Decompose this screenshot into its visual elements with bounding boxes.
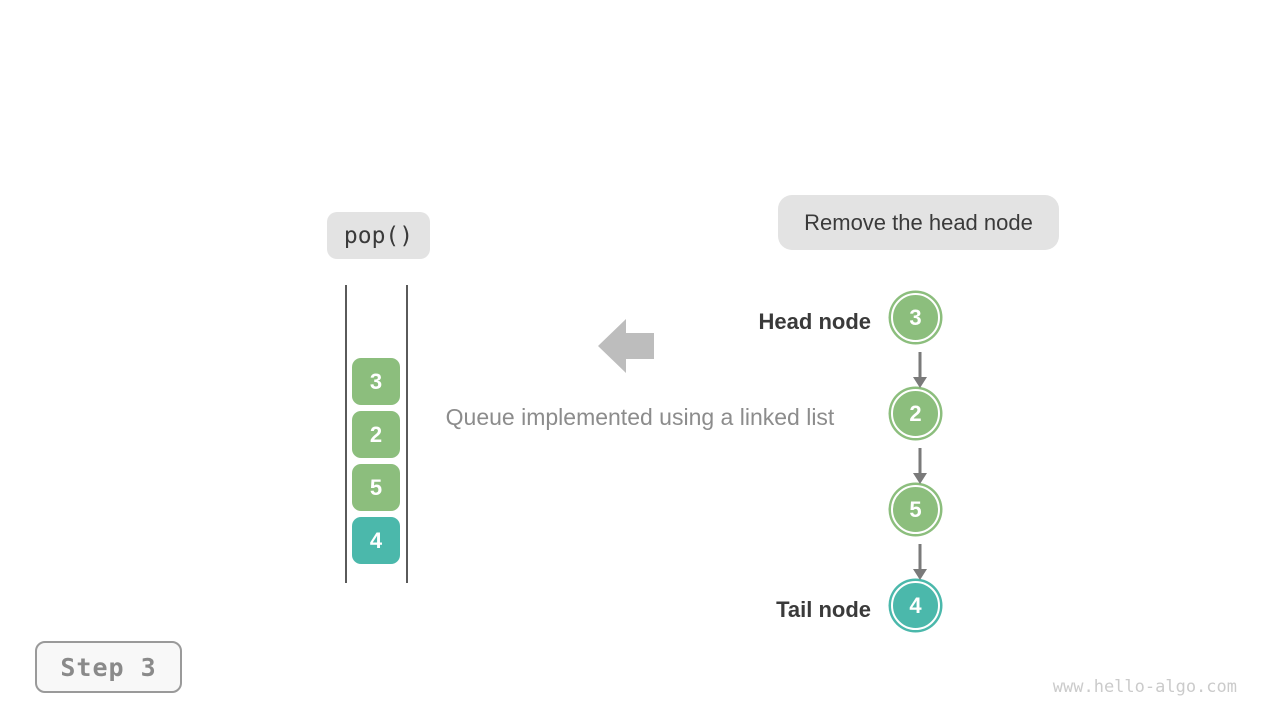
pop-operation-label: pop(): [343, 222, 414, 249]
down-arrow-icon: [911, 544, 929, 585]
annotation-label: Remove the head node: [804, 209, 1033, 235]
linked-list-node: 5: [891, 485, 940, 534]
queue-item: 5: [352, 464, 400, 511]
queue-item: 3: [352, 358, 400, 405]
queue-item-value: 5: [369, 474, 383, 500]
down-arrow-icon: [911, 352, 929, 393]
queue-rail-left: [345, 285, 347, 583]
step-badge: Step 3: [35, 641, 182, 693]
node-value: 4: [909, 592, 922, 618]
watermark-url: www.hello-algo.com: [1052, 677, 1237, 697]
queue-item-value: 4: [369, 527, 383, 553]
step-label: Step 3: [60, 652, 157, 682]
linked-list-node: 4: [891, 581, 940, 630]
queue-item: 4: [352, 517, 400, 564]
pop-operation-badge: pop(): [327, 212, 430, 259]
queue-item-value: 3: [369, 368, 383, 394]
linked-list-node: 2: [891, 389, 940, 438]
down-arrow-icon: [911, 448, 929, 489]
head-node-label: Head node: [758, 309, 871, 334]
queue-rail-right: [406, 285, 408, 583]
queue-item-value: 2: [369, 421, 383, 447]
node-value: 5: [909, 496, 922, 522]
queue-item: 2: [352, 411, 400, 458]
diagram-caption: Queue implemented using a linked list: [445, 404, 835, 430]
left-arrow-icon: [598, 319, 654, 378]
tail-node-label: Tail node: [776, 597, 871, 622]
linked-list-node: 3: [891, 293, 940, 342]
node-value: 3: [909, 304, 922, 330]
annotation-badge: Remove the head node: [778, 195, 1059, 250]
node-value: 2: [909, 400, 922, 426]
